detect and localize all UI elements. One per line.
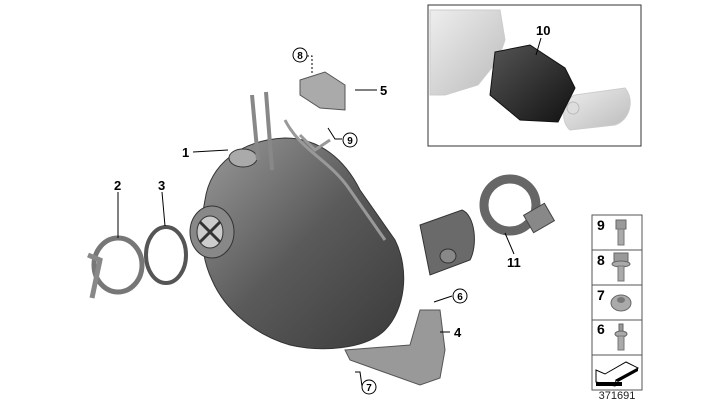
direction-arrow-icon [595, 361, 640, 387]
bracket-part-5[interactable] [299, 71, 346, 111]
hex-bolt-icon [615, 219, 627, 246]
callout-10: 10 [536, 23, 550, 38]
callout-9: 9 [347, 136, 353, 147]
callout-7: 7 [366, 383, 372, 394]
legend-number-9: 9 [597, 217, 605, 233]
diagram-id: 371691 [599, 390, 636, 402]
legend-number-6: 6 [597, 321, 605, 337]
stud-bolt-icon [614, 323, 628, 351]
inset-detail-part-10 [427, 4, 642, 147]
legend-number-8: 8 [597, 252, 605, 268]
callout-2: 2 [114, 178, 121, 193]
callout-6: 6 [457, 292, 463, 303]
callout-8: 8 [297, 51, 303, 62]
legend-number-7: 7 [597, 287, 605, 303]
bracket-part-4[interactable] [344, 309, 446, 386]
catalytic-converter-part-1[interactable] [189, 91, 475, 350]
fastener-legend: 9 8 7 6 [591, 214, 643, 391]
flange-bolt-icon [611, 252, 631, 282]
clamp-part-11[interactable] [479, 174, 556, 236]
callout-5: 5 [380, 83, 387, 98]
callout-11: 11 [507, 255, 521, 270]
gasket-part-3[interactable] [144, 225, 188, 285]
callout-1: 1 [182, 145, 189, 160]
callout-4: 4 [454, 325, 462, 340]
flange-nut-icon [610, 294, 632, 312]
callout-lines [117, 37, 542, 387]
clamp-part-2[interactable] [87, 235, 145, 299]
callout-3: 3 [158, 178, 165, 193]
